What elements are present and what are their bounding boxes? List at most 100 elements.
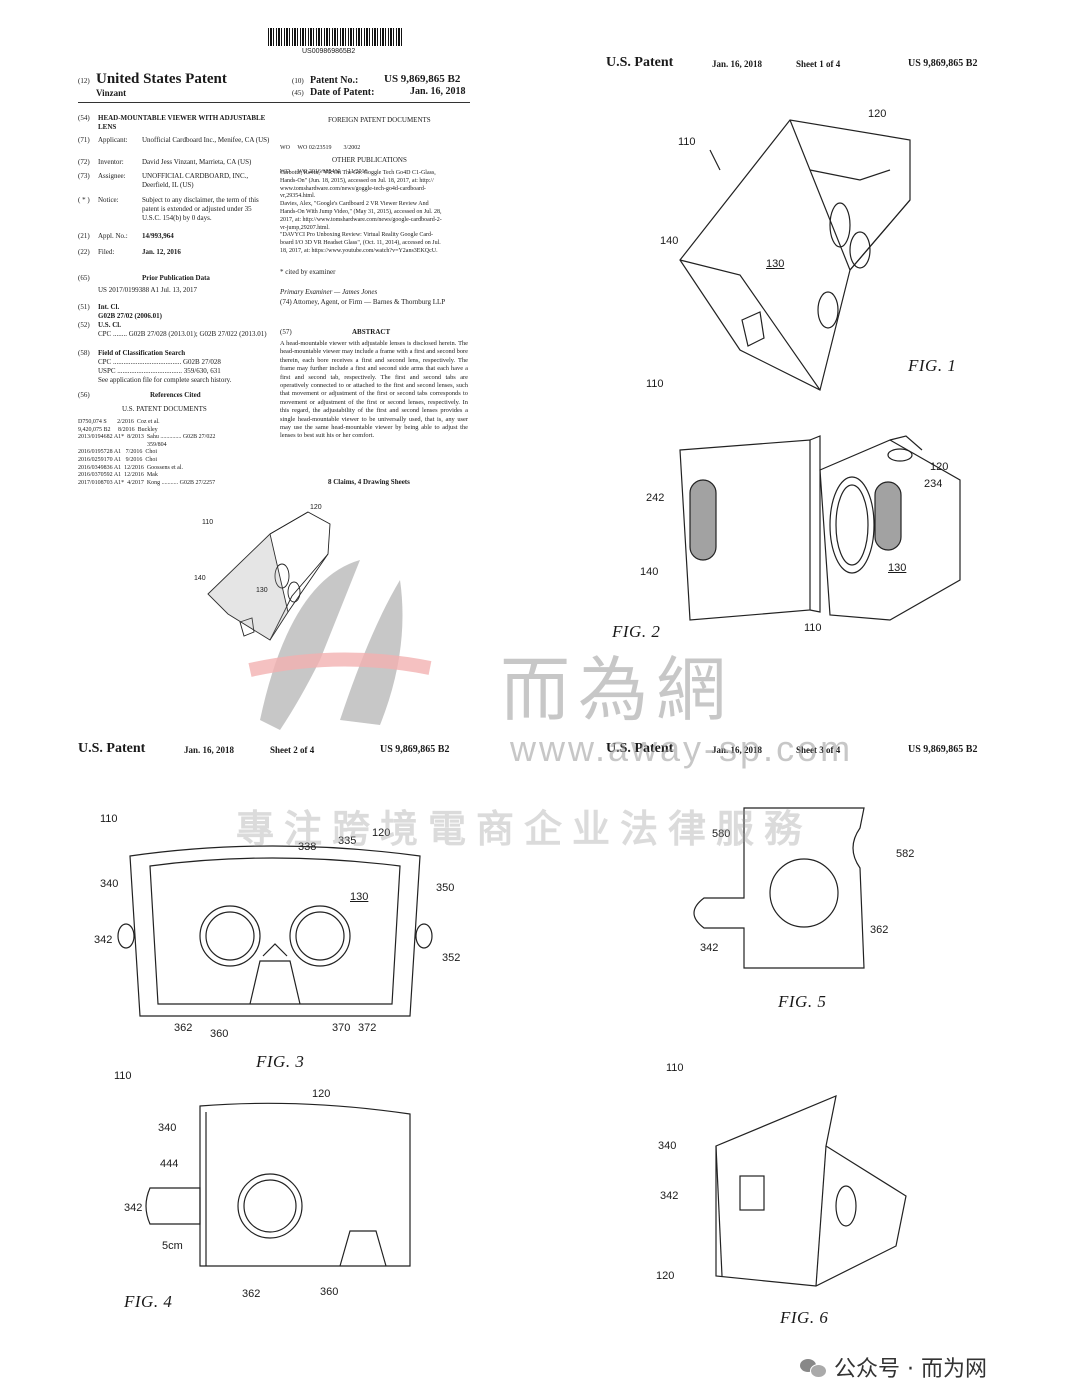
fig6-label: FIG. 6 [780, 1308, 829, 1327]
fig1-label: FIG. 1 [908, 356, 957, 375]
thumb-ref-140: 140 [194, 575, 206, 582]
field-lines: CPC ....................................… [98, 358, 232, 384]
other-pub-line: Hands-On With Jump Video," (May 31, 2015… [280, 208, 442, 215]
us-doc-row: 9,420,075 B2 8/2016 Buckley [78, 426, 158, 433]
intcl-code: (51) [78, 303, 90, 311]
fig5-ref-362: 362 [870, 924, 889, 936]
wechat-icon [800, 1357, 827, 1378]
footer-wechat: 公众号 · 而为网 [800, 1352, 987, 1382]
fig4-ref-340: 340 [158, 1122, 177, 1134]
cited-by-examiner: * cited by examiner [280, 268, 336, 276]
field-label: Notice: [98, 196, 119, 204]
fig4-ref-110: 110 [114, 1070, 132, 1082]
uscl-code: (52) [78, 321, 90, 329]
other-pub-line: www.tomshardware.com/news/goggle-tech-go… [280, 185, 426, 192]
field-code: (73) [78, 172, 90, 180]
us-docs-heading: U.S. PATENT DOCUMENTS [122, 405, 207, 413]
sheet-3: U.S. Patent Jan. 16, 2018 Sheet 3 of 4 U… [600, 736, 1010, 1336]
fig3-ref-370: 370 [332, 1022, 351, 1034]
us-docs-list: D750,074 S 2/2016 Coz et al.9,420,075 B2… [78, 419, 215, 487]
sheet2-patent-no: US 9,869,865 B2 [380, 744, 450, 755]
fig3-ref-362: 362 [174, 1022, 193, 1034]
fig2-ref-110a: 110 [646, 378, 664, 390]
patent-date: Jan. 16, 2018 [410, 86, 466, 97]
us-doc-row: 2016/0195728 A1 7/2016 Choi [78, 449, 158, 456]
prior-pub: US 2017/0199388 A1 Jul. 13, 2017 [98, 286, 197, 294]
fig5-drawing [693, 807, 865, 969]
sheet2-sheet: Sheet 2 of 4 [270, 745, 315, 755]
fig5-ref-582: 582 [896, 848, 915, 860]
fig1-ref-130: 130 [766, 258, 785, 270]
watermark-slogan: 專注跨境電商企业法律服務 [236, 809, 813, 851]
us-doc-row: 2017/0108703 A1* 4/2017 Kong ...........… [78, 479, 216, 486]
front-page: US009869865B2 (12) United States Patent … [70, 20, 480, 700]
sheet3-title: U.S. Patent [606, 741, 674, 756]
fig6-ref-340: 340 [658, 1140, 677, 1152]
us-doc-row: 2013/0194682 A1* 8/2013 Sahu ...........… [78, 434, 216, 441]
date-label: Date of Patent: [310, 87, 375, 98]
sheet3-patent-no: US 9,869,865 B2 [908, 744, 978, 755]
thumb-ref-110: 110 [202, 519, 214, 526]
abstract-text: A head-mountable viewer with adjustable … [280, 340, 468, 440]
other-pub-heading: OTHER PUBLICATIONS [332, 156, 407, 164]
fig3-ref-335: 335 [338, 835, 357, 847]
fig5-ref-580: 580 [712, 828, 731, 840]
field-code: (54) [78, 114, 90, 122]
primary-examiner: Primary Examiner — James Jones [280, 288, 378, 296]
sheet1-patent-no: US 9,869,865 B2 [908, 58, 978, 69]
inventor-surname: Vinzant [96, 88, 127, 98]
field-text: HEAD-MOUNTABLE VIEWER WITH ADJUSTABLE LE… [98, 114, 266, 131]
us-doc-row: 2016/0349836 A1 12/2016 Goossens et al. [78, 464, 183, 471]
other-pub-line: board I/O 3D VR Headset Glass", (Oct. 11… [280, 240, 441, 247]
claims-count: 8 Claims, 4 Drawing Sheets [328, 478, 410, 486]
fig3-ref-120: 120 [372, 827, 391, 839]
us-doc-row: D750,074 S 2/2016 Coz et al. [78, 419, 160, 425]
code-45: (45) [292, 89, 304, 97]
fig6-ref-120: 120 [656, 1270, 675, 1282]
field-label: Applicant: [98, 136, 128, 144]
field-label: Filed: [98, 248, 115, 256]
field-label: Assignee: [98, 172, 126, 180]
other-pubs: Carbotte, Kevin, "VR On The Go: Goggle T… [280, 170, 442, 256]
field-text: UNOFFICIAL CARDBOARD, INC., Deerfield, I… [142, 172, 249, 189]
footer-text: 公众号 · 而为网 [834, 1357, 987, 1382]
sheet1-date: Jan. 16, 2018 [712, 59, 763, 69]
fig1-ref-110: 110 [678, 136, 696, 148]
fig3-ref-338: 338 [298, 841, 317, 853]
fig2-ref-130: 130 [888, 562, 907, 574]
fig1-ref-140: 140 [660, 235, 679, 247]
abstract-heading: ABSTRACT [352, 328, 391, 336]
other-pub-line: 18, 2017, at: https://www.youtube.com/wa… [280, 247, 438, 254]
other-pub-line: "DAVYCI Pro Unboxing Review: Virtual Rea… [280, 232, 434, 239]
fig2-ref-140: 140 [640, 566, 659, 578]
refs-code: (56) [78, 391, 90, 399]
fig4-ref-342: 342 [124, 1202, 143, 1214]
thumb-ref-130: 130 [256, 587, 268, 594]
fig2-label: FIG. 2 [612, 622, 661, 641]
fig6-drawing [715, 1095, 907, 1287]
field-text: Jan. 12, 2016 [142, 248, 181, 256]
fig6-ref-110: 110 [666, 1062, 684, 1074]
field-label: Inventor: [98, 158, 124, 166]
sheet-2: U.S. Patent Jan. 16, 2018 Sheet 2 of 4 U… [70, 736, 490, 1336]
field-text: Subject to any disclaimer, the term of t… [142, 196, 259, 222]
watermark-url: www.away-sp.com [510, 728, 854, 769]
fig2-ref-242: 242 [646, 492, 665, 504]
field-code: (72) [78, 158, 90, 166]
barcode [268, 28, 404, 46]
other-pub-line: vr,29354.html. [280, 193, 316, 200]
fig5-label: FIG. 5 [778, 992, 827, 1011]
prior-pub-heading: Prior Publication Data [142, 274, 210, 282]
fig4-drawing [145, 1102, 411, 1267]
uscl: CPC ........ G02B 27/028 (2013.01); G02B… [98, 330, 267, 338]
fig4-ref-5cm: 5cm [162, 1240, 183, 1252]
field-text: Unofficial Cardboard Inc., Menifee, CA (… [142, 136, 270, 144]
other-pub-line: 2017, at: http://www.tomshardware.com/ne… [280, 216, 442, 223]
fig4-ref-362: 362 [242, 1288, 261, 1300]
fig4-label: FIG. 4 [124, 1292, 173, 1311]
intcl: G02B 27/02 (2006.01) [98, 312, 162, 320]
fig3-ref-340: 340 [100, 878, 119, 890]
field-code: (21) [78, 232, 90, 240]
foreign-heading: FOREIGN PATENT DOCUMENTS [328, 116, 431, 124]
field-code: (58) [78, 349, 90, 357]
